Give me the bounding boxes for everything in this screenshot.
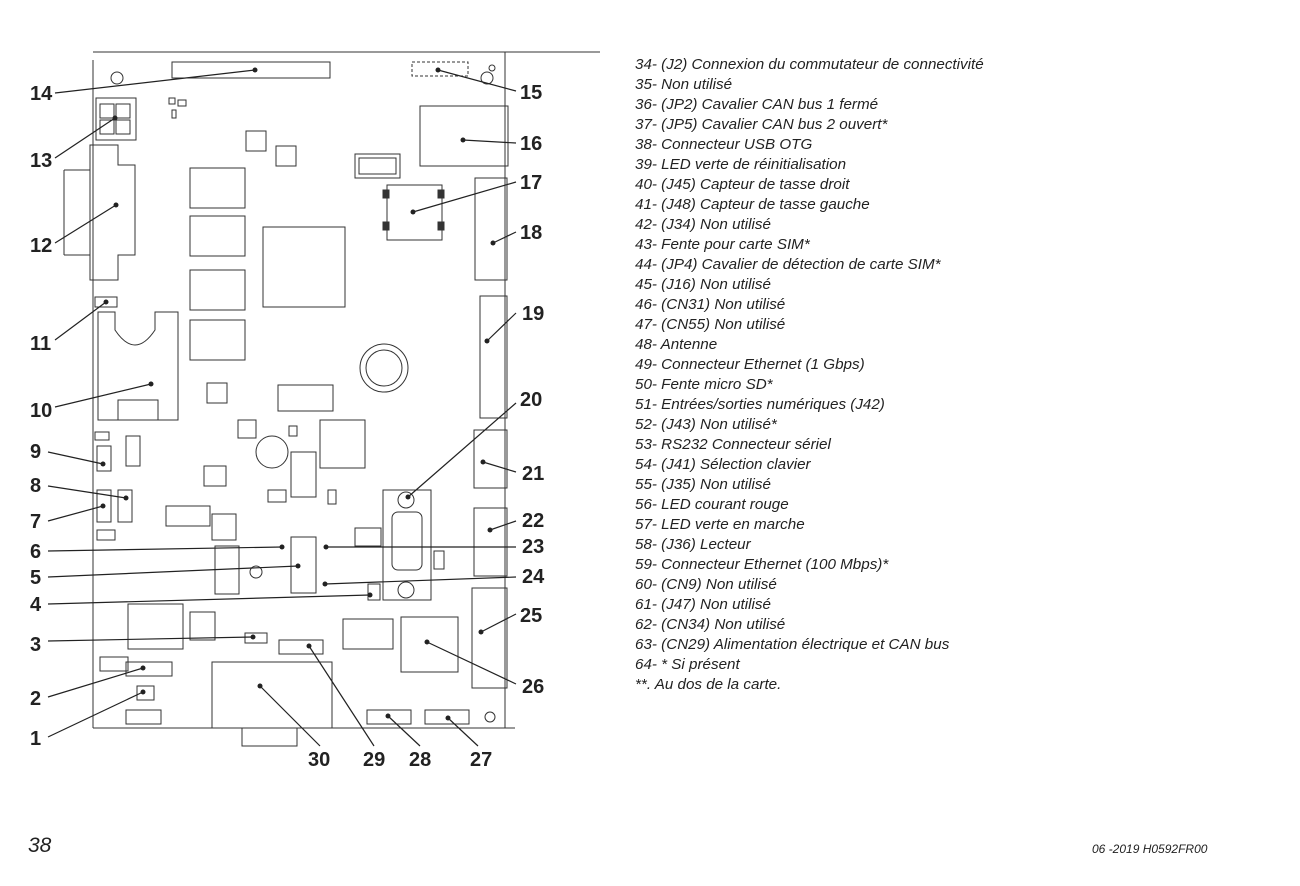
callout-14: 14 <box>30 83 53 105</box>
callout-11: 11 <box>30 333 51 355</box>
legend-item: 40- (J45) Capteur de tasse droit <box>635 176 850 193</box>
legend-item: 61- (J47) Non utilisé <box>635 596 771 613</box>
callout-8: 8 <box>30 475 41 497</box>
legend-item: 59- Connecteur Ethernet (100 Mbps)* <box>635 556 889 573</box>
callout-6: 6 <box>30 541 41 563</box>
callout-13: 13 <box>30 150 52 172</box>
callout-25: 25 <box>520 605 542 627</box>
legend-item: 57- LED verte en marche <box>635 516 805 533</box>
legend-item: 43- Fente pour carte SIM* <box>635 236 810 253</box>
legend-list: 34- (J2) Connexion du commutateur de con… <box>635 55 1275 695</box>
callout-3: 3 <box>30 634 41 656</box>
document-reference: 06 -2019 H0592FR00 <box>1092 842 1208 856</box>
callout-17: 17 <box>520 172 542 194</box>
callout-28: 28 <box>409 749 431 771</box>
callout-23: 23 <box>522 536 544 558</box>
legend-item: 51- Entrées/sorties numériques (J42) <box>635 396 885 413</box>
callout-27: 27 <box>470 749 492 771</box>
legend-item: 56- LED courant rouge <box>635 496 789 513</box>
legend-item: 37- (JP5) Cavalier CAN bus 2 ouvert* <box>635 116 888 133</box>
legend-item: 34- (J2) Connexion du commutateur de con… <box>635 56 984 73</box>
legend-item: 46- (CN31) Non utilisé <box>635 296 786 313</box>
legend-item: 48- Antenne <box>635 336 718 353</box>
legend-item: 49- Connecteur Ethernet (1 Gbps) <box>635 356 865 373</box>
callout-15: 15 <box>520 82 542 104</box>
callout-5: 5 <box>30 567 41 589</box>
legend-item: 45- (J16) Non utilisé <box>635 276 771 293</box>
board-outline <box>63 51 600 747</box>
callout-labels: 14 15 13 16 17 12 18 19 11 10 20 9 21 8 … <box>30 82 545 771</box>
callout-2: 2 <box>30 688 41 710</box>
callout-9: 9 <box>30 441 41 463</box>
callout-4: 4 <box>30 594 42 616</box>
board-diagram: 14 15 13 16 17 12 18 19 11 10 20 9 21 8 … <box>30 51 600 771</box>
legend-item: 54- (J41) Sélection clavier <box>635 456 811 473</box>
legend-item: 47- (CN55) Non utilisé <box>635 316 786 333</box>
legend-item: **. Au dos de la carte. <box>635 676 782 693</box>
legend-item: 52- (J43) Non utilisé* <box>635 416 777 433</box>
legend-item: 58- (J36) Lecteur <box>635 536 751 553</box>
legend-item: 42- (J34) Non utilisé <box>635 216 771 233</box>
legend-item: 62- (CN34) Non utilisé <box>635 616 786 633</box>
callout-16: 16 <box>520 133 542 155</box>
callout-12: 12 <box>30 235 52 257</box>
legend-item: 36- (JP2) Cavalier CAN bus 1 fermé <box>635 96 879 113</box>
legend-item: 60- (CN9) Non utilisé <box>635 576 777 593</box>
callout-24: 24 <box>522 566 545 588</box>
callout-26: 26 <box>522 676 544 698</box>
callout-18: 18 <box>520 222 542 244</box>
legend-item: 35- Non utilisé <box>635 76 733 93</box>
callout-30: 30 <box>308 749 330 771</box>
callout-7: 7 <box>30 511 41 533</box>
legend-item: 44- (JP4) Cavalier de détection de carte… <box>635 256 941 273</box>
legend-item: 55- (J35) Non utilisé <box>635 476 771 493</box>
legend-item: 64- * Si présent <box>635 656 740 673</box>
callout-21: 21 <box>522 463 544 485</box>
callout-20: 20 <box>520 389 542 411</box>
leader-dots <box>100 67 496 721</box>
page-number: 38 <box>28 834 52 857</box>
legend-item: 53- RS232 Connecteur sériel <box>635 436 831 453</box>
legend-item: 63- (CN29) Alimentation électrique et CA… <box>635 636 950 653</box>
callout-22: 22 <box>522 510 544 532</box>
legend-item: 38- Connecteur USB OTG <box>635 136 813 153</box>
callout-1: 1 <box>30 728 41 750</box>
callout-19: 19 <box>522 303 544 325</box>
callout-29: 29 <box>363 749 385 771</box>
legend-item: 50- Fente micro SD* <box>635 376 773 393</box>
legend-item: 39- LED verte de réinitialisation <box>635 156 847 173</box>
leader-lines <box>47 69 517 747</box>
callout-10: 10 <box>30 400 52 422</box>
legend-item: 41- (J48) Capteur de tasse gauche <box>635 196 870 213</box>
